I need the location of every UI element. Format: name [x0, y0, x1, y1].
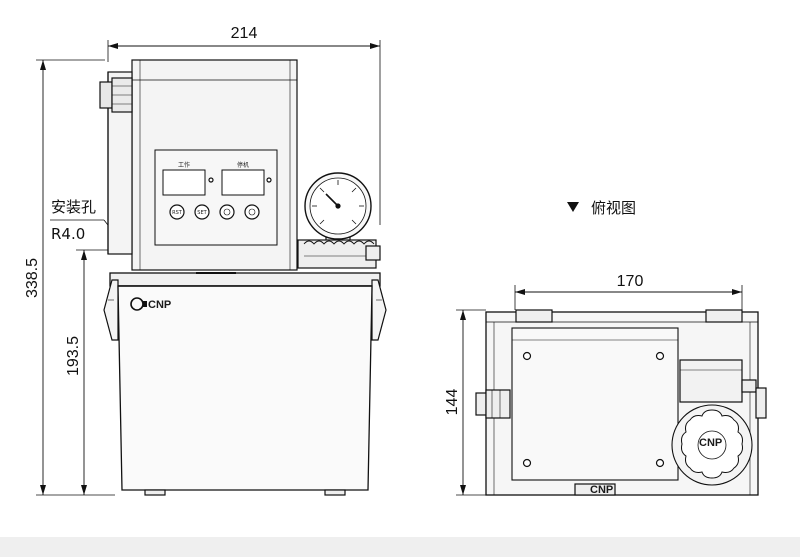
tank-clip-left — [103, 279, 119, 341]
top-view — [456, 285, 767, 496]
width-dim-label: 214 — [231, 25, 258, 42]
oil-tank — [117, 285, 373, 496]
cable-gland — [99, 77, 133, 113]
brand-logo-front: CNP — [130, 297, 171, 311]
tank-lid — [109, 272, 381, 287]
set-button-label: SET — [197, 210, 207, 216]
brand-logo-top: CNP — [590, 484, 613, 496]
control-panel — [154, 149, 278, 246]
width-dimension-214 — [107, 40, 381, 225]
tank-height-dim-label: 193.5 — [65, 336, 82, 376]
filler-cap-icon — [297, 239, 381, 269]
pressure-gauge-icon — [304, 172, 372, 245]
top-width-dim-label: 170 — [617, 273, 644, 290]
panel-label-left: 工作 — [178, 161, 190, 169]
mounting-hole-label: 安装孔 — [51, 198, 96, 216]
height-dimension-338 — [36, 59, 115, 496]
width-dimension-170 — [514, 285, 743, 310]
front-view — [36, 40, 387, 496]
panel-label-right: 停机 — [237, 161, 249, 169]
svg-text:俯视图: 俯视图 — [591, 199, 636, 217]
height-dimension-144 — [456, 309, 486, 496]
footer-bar — [0, 537, 800, 557]
top-height-dim-label: 144 — [444, 389, 461, 416]
brand-logo-cap: CNP — [699, 437, 722, 449]
tank-clip-right — [371, 279, 387, 341]
hole-radius-label: R4.0 — [51, 225, 85, 243]
height-dim-label: 338.5 — [24, 258, 41, 298]
svg-text:CNP: CNP — [699, 437, 722, 449]
rst-button-label: RST — [172, 210, 183, 216]
top-view-title: 俯视图 — [567, 199, 636, 217]
svg-text:CNP: CNP — [148, 299, 171, 311]
svg-text:CNP: CNP — [590, 484, 613, 496]
